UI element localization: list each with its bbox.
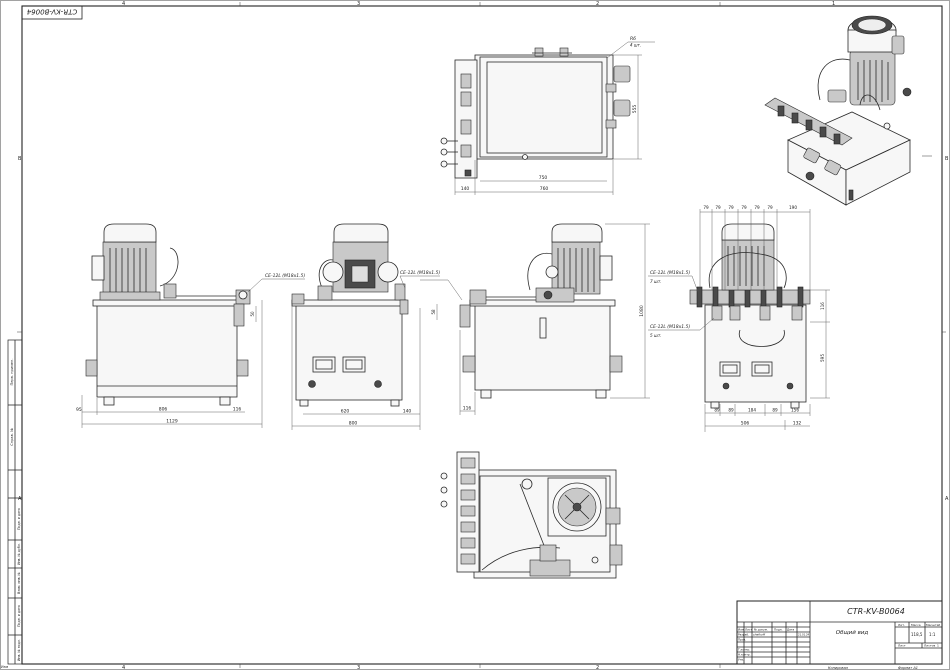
dim-rear-left: 116: [463, 406, 472, 412]
sheets-count: 1: [937, 644, 939, 648]
dim-r-bot-2: 89: [728, 408, 734, 413]
role-razrab: Разраб.: [738, 633, 749, 637]
format-label: Формат А1: [898, 666, 918, 670]
title-block: CTR-KV-B0064 Общий вид Изм. Лист № докум…: [736, 600, 943, 670]
radius-qty: 4 шт.: [630, 43, 641, 48]
side-view: 620 140 800 58 CE-12L (M18x1.5): [291, 223, 440, 430]
dim-r-top-6: 79: [767, 205, 773, 210]
role-tkontr: Т.контр.: [737, 648, 750, 652]
isometric-view: [764, 15, 932, 206]
radius-note: R6: [630, 36, 636, 42]
lit-label: Лит.: [898, 623, 905, 627]
strip-vzam-inv: Взам. инв. №: [17, 572, 21, 594]
dim-r-bot-5: 156: [791, 408, 799, 413]
mass-label: Масса: [911, 623, 921, 627]
zone-B: B: [18, 156, 22, 162]
role-utv: Утв.: [738, 658, 744, 662]
zone-2-bottom: 2: [596, 665, 599, 670]
dim-r-top-2: 79: [715, 205, 721, 210]
fitting-callout-3b-qty: 5 шт.: [650, 333, 662, 338]
copied-label: Копировал: [828, 666, 849, 670]
dim-r-bot-4: 89: [772, 408, 778, 413]
fitting-callout-1: CE-12L (M18x1.5): [265, 273, 305, 279]
dim-height-total: 1080: [639, 305, 645, 317]
dim-r-h2: 595: [820, 354, 825, 362]
right-view: 79 79 79 79 79 79 190 89 89 184 89 156 5…: [648, 205, 830, 432]
zone-4-bottom: 4: [122, 665, 125, 670]
dim-r-top-4: 79: [741, 205, 747, 210]
strip-podp-2: Подп. и дата: [17, 605, 21, 627]
dim-front-left: 95: [76, 407, 82, 413]
dim-r-top-3: 79: [728, 205, 734, 210]
dim-side-h: 58: [431, 309, 436, 315]
dim-r-top-1: 79: [703, 205, 709, 210]
strip-podp-1: Подп. и дата: [17, 508, 21, 530]
front-view: 95 806 116 1129 50 CE-12L (M18x1.5): [76, 223, 305, 428]
drawing-title: Общий вид: [836, 630, 869, 636]
bottom-plan-view: [440, 451, 623, 579]
hdr-izm: Изм.: [738, 628, 745, 632]
dim-front-h: 50: [250, 311, 255, 317]
zone-B-right: B: [945, 156, 949, 162]
dim-r-top-5: 79: [754, 205, 760, 210]
hdr-podp: Подп.: [774, 628, 783, 632]
dim-side-right: 140: [403, 409, 412, 415]
sheet-label: Лист: [898, 644, 906, 648]
role-prov: Пров.: [738, 638, 746, 642]
hdr-dokum: № докум.: [754, 628, 768, 632]
strip-inv-podl: Инв. № подл.: [17, 639, 21, 661]
role-nkontr: Н.контр.: [738, 653, 751, 657]
zone-1: 1: [832, 1, 835, 7]
developer-name: chelkoff: [753, 633, 766, 637]
dim-r-bot-3: 184: [748, 408, 756, 413]
strip-sprav: Справ. №: [10, 428, 14, 446]
dim-top-width-outer: 760: [540, 186, 549, 192]
dim-r-bot-1: 89: [714, 408, 720, 413]
zone-4: 4: [122, 1, 125, 7]
scale-value: 1:1: [929, 632, 936, 637]
fitting-callout-2: CE-12L (M18x1.5): [400, 270, 440, 276]
strip-perv-primen: Перв. примен.: [10, 359, 14, 386]
top-view: 555 750 760 140 R6 4 шт.: [440, 36, 655, 195]
fitting-callout-3b: CE-12L (M18x1.5): [650, 324, 690, 330]
scale-label: Масштаб: [926, 623, 940, 627]
strip-inv-dubl: Инв. № дубл.: [17, 543, 21, 565]
dim-r-h1: 116: [820, 302, 825, 310]
dim-r-right: 132: [793, 421, 802, 427]
hdr-list: Лист: [745, 628, 752, 632]
dim-side-mid: 620: [341, 409, 350, 415]
fitting-callout-3a: CE-12L (M18x1.5): [650, 270, 690, 276]
rotated-designation: CTR-KV-B0064: [27, 8, 77, 16]
developer-date: 21.01.24: [798, 633, 810, 637]
dim-front-mid: 806: [159, 407, 168, 413]
dim-side-total: 800: [349, 421, 358, 427]
dim-top-width-inner: 750: [539, 175, 548, 181]
zone-numbers: 4 3 2 1 4 3 2 B A B A: [18, 1, 949, 670]
dim-r-total: 506: [741, 421, 750, 427]
dim-front-right: 116: [233, 407, 242, 413]
zone-3-bottom: 3: [357, 665, 360, 670]
fitting-callout-3a-qty: 7 шт.: [650, 279, 662, 284]
zone-2: 2: [596, 1, 599, 7]
dim-r-top-7: 190: [789, 205, 797, 210]
corner-label: Изм: [1, 665, 8, 669]
rear-view: 116 1080: [420, 223, 650, 415]
rotated-designation-box: CTR-KV-B0064: [21, 5, 83, 20]
dim-top-left: 140: [461, 186, 470, 192]
left-strip: Перв. примен. Справ. № Подп. и дата Инв.…: [1, 339, 23, 669]
zone-A-right: A: [945, 496, 949, 502]
hdr-data: Дата: [787, 628, 795, 632]
dim-front-total: 1129: [166, 419, 178, 425]
sheets-label: Листов: [924, 644, 935, 648]
drawing-designation: CTR-KV-B0064: [847, 607, 905, 616]
mass-value: 118,5: [911, 632, 923, 637]
zone-A: A: [18, 496, 22, 502]
dim-top-depth: 555: [632, 105, 638, 114]
zone-3: 3: [357, 1, 360, 7]
